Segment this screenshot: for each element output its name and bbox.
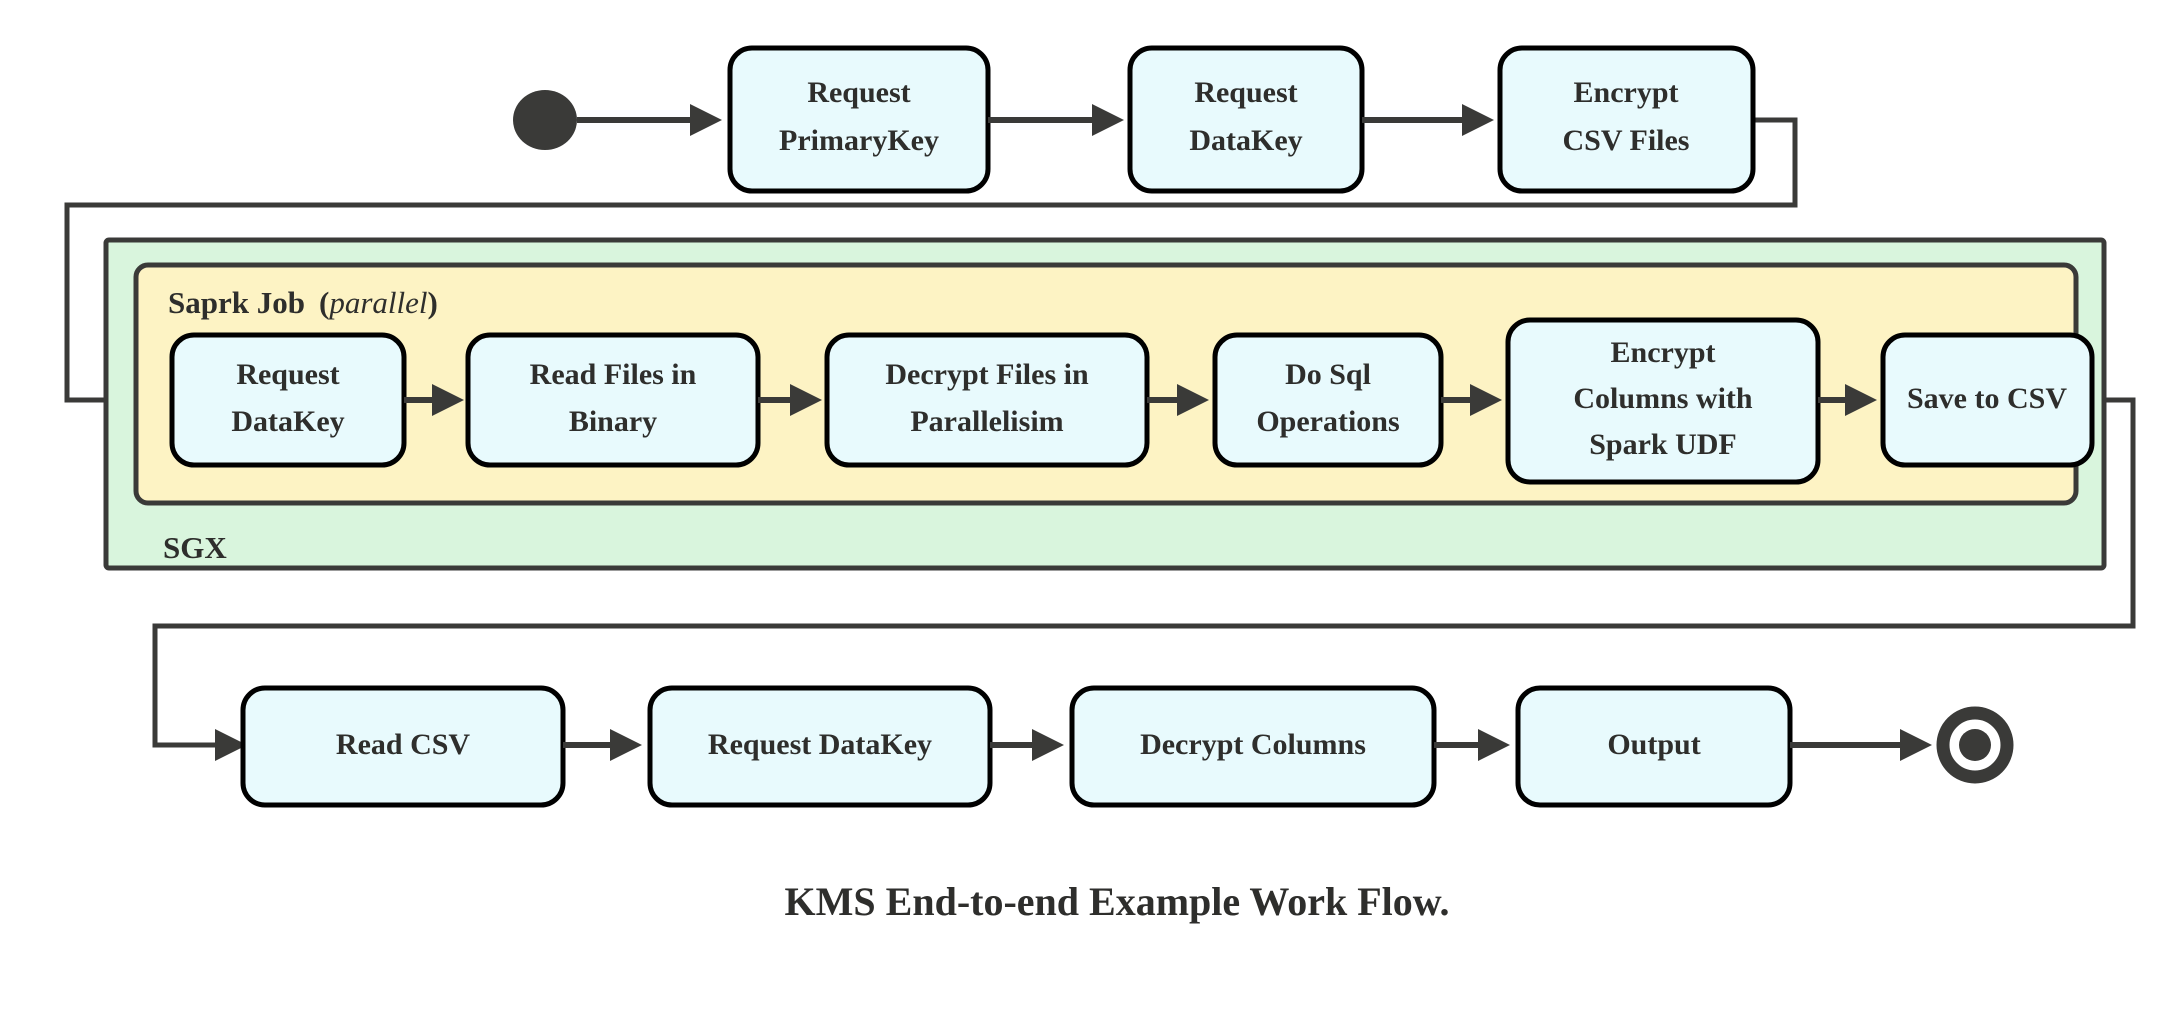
arrowhead-into-encrypt-csv-files — [1462, 104, 1494, 136]
arrowhead-into-encrypt-columns-udf — [1470, 384, 1502, 416]
node-request-primarykey[interactable] — [727, 45, 991, 194]
edge-encrypt-csv-to-spark — [64, 117, 1798, 403]
label-decrypt-files-parallel-line2: Parallelisim — [910, 405, 1063, 438]
spark-job-label: Saprk Job(parallel) — [168, 285, 438, 320]
label-request-datakey-top-line1: Request — [1194, 76, 1297, 109]
label-request-primarykey-line1: Request — [807, 76, 910, 109]
label-read-files-binary-line1: Read Files in — [530, 358, 697, 391]
label-encrypt-columns-udf-line3: Spark UDF — [1589, 428, 1737, 461]
label-encrypt-csv-files-line1: Encrypt — [1574, 76, 1679, 109]
node-encrypt-csv-files[interactable] — [1497, 45, 1756, 194]
end-node-core-icon — [1959, 729, 1991, 761]
label-output: Output — [1607, 728, 1700, 761]
node-request-datakey-spark[interactable] — [169, 332, 407, 468]
edge-save-csv-to-read-csv — [152, 397, 2136, 748]
label-encrypt-columns-udf-line1: Encrypt — [1611, 336, 1716, 369]
arrowhead-into-request-datakey-bottom — [610, 729, 642, 761]
label-encrypt-csv-files-line2: CSV Files — [1563, 124, 1690, 157]
sgx-label: SGX — [163, 530, 227, 565]
label-request-datakey-bottom: Request DataKey — [708, 728, 932, 761]
arrowhead-into-decrypt-columns — [1032, 729, 1064, 761]
arrowhead-into-read-files-binary — [432, 384, 464, 416]
arrowhead-into-do-sql-operations — [1177, 384, 1209, 416]
label-request-datakey-spark-line1: Request — [236, 358, 339, 391]
label-encrypt-columns-udf-line2: Columns with — [1573, 382, 1753, 415]
node-decrypt-files-parallel[interactable] — [824, 332, 1150, 468]
node-do-sql-operations[interactable] — [1212, 332, 1444, 468]
arrowhead-into-save-to-csv — [1845, 384, 1877, 416]
label-do-sql-operations-line2: Operations — [1256, 405, 1399, 438]
arrowhead-into-output — [1478, 729, 1510, 761]
label-request-datakey-spark-line2: DataKey — [231, 405, 344, 438]
label-request-primarykey-line2: PrimaryKey — [779, 124, 939, 157]
arrowhead-into-end-node — [1900, 729, 1932, 761]
label-decrypt-files-parallel-line1: Decrypt Files in — [885, 358, 1089, 391]
arrowhead-into-request-primarykey — [690, 104, 722, 136]
arrowhead-into-read-csv — [215, 729, 247, 761]
node-read-files-binary[interactable] — [465, 332, 761, 468]
label-request-datakey-top-line2: DataKey — [1189, 124, 1302, 157]
label-save-to-csv: Save to CSV — [1907, 382, 2067, 415]
label-read-files-binary-line2: Binary — [569, 405, 657, 438]
label-read-csv: Read CSV — [336, 728, 471, 761]
label-do-sql-operations-line1: Do Sql — [1285, 358, 1371, 391]
node-request-datakey-top[interactable] — [1127, 45, 1365, 194]
arrowhead-into-decrypt-files-parallel — [790, 384, 822, 416]
start-node-icon — [513, 90, 577, 150]
arrowhead-into-request-datakey-top — [1092, 104, 1124, 136]
label-decrypt-columns: Decrypt Columns — [1140, 728, 1366, 761]
node-save-to-csv[interactable] — [1880, 332, 2095, 468]
diagram-caption: KMS End-to-end Example Work Flow. — [785, 879, 1450, 924]
